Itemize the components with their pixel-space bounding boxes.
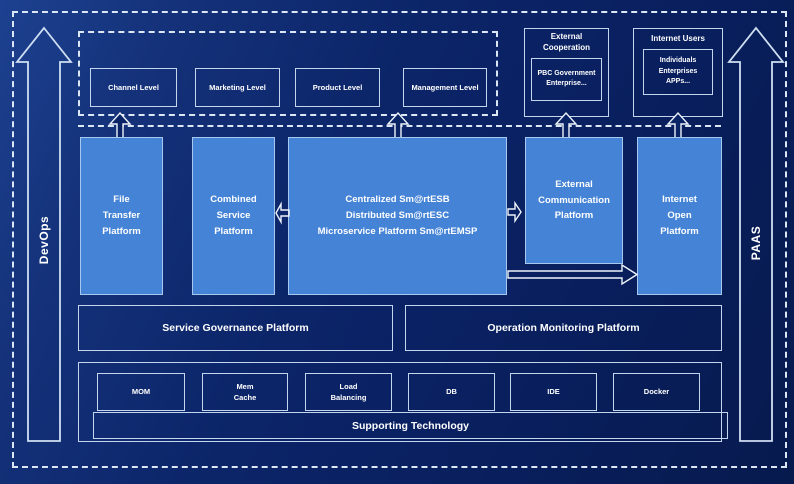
combined-service-platform-box: Combined Service Platform: [192, 137, 275, 295]
tech-label: MOM: [131, 387, 151, 397]
devops-rail-label: DevOps: [37, 215, 51, 265]
platform-label: Centralized Sm@rtESB Distributed Sm@rtES…: [317, 194, 478, 237]
esb-suite-platform-box: Centralized Sm@rtESB Distributed Sm@rtES…: [288, 137, 507, 295]
service-governance-platform-box: Service Governance Platform: [78, 305, 393, 351]
supporting-technology-label: Supporting Technology: [351, 419, 470, 432]
outer-dashed-frame: [12, 11, 787, 468]
up-arrow-icon: [108, 111, 132, 139]
tech-label: IDE: [547, 387, 560, 397]
governance-label: Service Governance Platform: [162, 322, 309, 334]
platform-label: File Transfer Platform: [102, 194, 141, 237]
level-box-management: Management Level: [403, 68, 487, 107]
tech-box-docker: Docker: [613, 373, 700, 411]
file-transfer-platform-box: File Transfer Platform: [80, 137, 163, 295]
tech-box-db: DB: [408, 373, 495, 411]
external-cooperation-members: PBC Government Enterprise...: [537, 69, 596, 88]
level-box-product: Product Level: [295, 68, 380, 107]
tech-box-mom: MOM: [97, 373, 185, 411]
level-label: Marketing Level: [209, 83, 266, 92]
external-cooperation-members-box: PBC Government Enterprise...: [531, 57, 602, 101]
internet-users-members: Individuals Enterprises APPs...: [658, 57, 698, 86]
right-arrow-icon: [507, 200, 522, 224]
external-cooperation-box: External Cooperation PBC Government Ente…: [524, 28, 609, 117]
left-arrow-icon: [275, 201, 290, 225]
level-box-channel: Channel Level: [90, 68, 177, 107]
paas-up-arrow-icon: [727, 26, 785, 442]
internet-users-members-box: Individuals Enterprises APPs...: [643, 48, 713, 95]
internet-users-title: Internet Users: [651, 34, 705, 43]
supporting-technology-banner: Supporting Technology: [93, 412, 728, 439]
level-label: Product Level: [312, 83, 363, 92]
up-arrow-icon: [666, 111, 690, 139]
tech-label: DB: [446, 387, 457, 397]
internet-open-platform-box: Internet Open Platform: [637, 137, 722, 295]
tech-box-load-balancing: Load Balancing: [305, 373, 392, 411]
devops-up-arrow-icon: [15, 26, 73, 442]
tech-box-mem-cache: Mem Cache: [202, 373, 288, 411]
external-communication-platform-box: External Communication Platform: [525, 137, 623, 264]
monitoring-label: Operation Monitoring Platform: [487, 322, 640, 334]
tech-box-ide: IDE: [510, 373, 597, 411]
up-arrow-icon: [386, 111, 410, 139]
external-cooperation-title: External Cooperation: [542, 32, 591, 52]
platform-label: Internet Open Platform: [660, 194, 699, 237]
supporting-technology-container: [78, 362, 722, 442]
level-label: Channel Level: [108, 83, 159, 92]
platform-label: Combined Service Platform: [210, 194, 257, 237]
paas-rail-label: PAAS: [749, 225, 763, 261]
operation-monitoring-platform-box: Operation Monitoring Platform: [405, 305, 722, 351]
tech-label: Load Balancing: [330, 381, 367, 402]
internet-users-box: Internet Users Individuals Enterprises A…: [633, 28, 723, 117]
level-label: Management Level: [411, 83, 479, 92]
tech-label: Docker: [643, 387, 670, 397]
long-right-arrow-icon: [507, 263, 639, 286]
up-arrow-icon: [554, 111, 578, 139]
platform-label: External Communication Platform: [538, 178, 610, 222]
tech-label: Mem Cache: [233, 381, 257, 402]
level-box-marketing: Marketing Level: [195, 68, 280, 107]
levels-dashed-container: [78, 31, 498, 116]
